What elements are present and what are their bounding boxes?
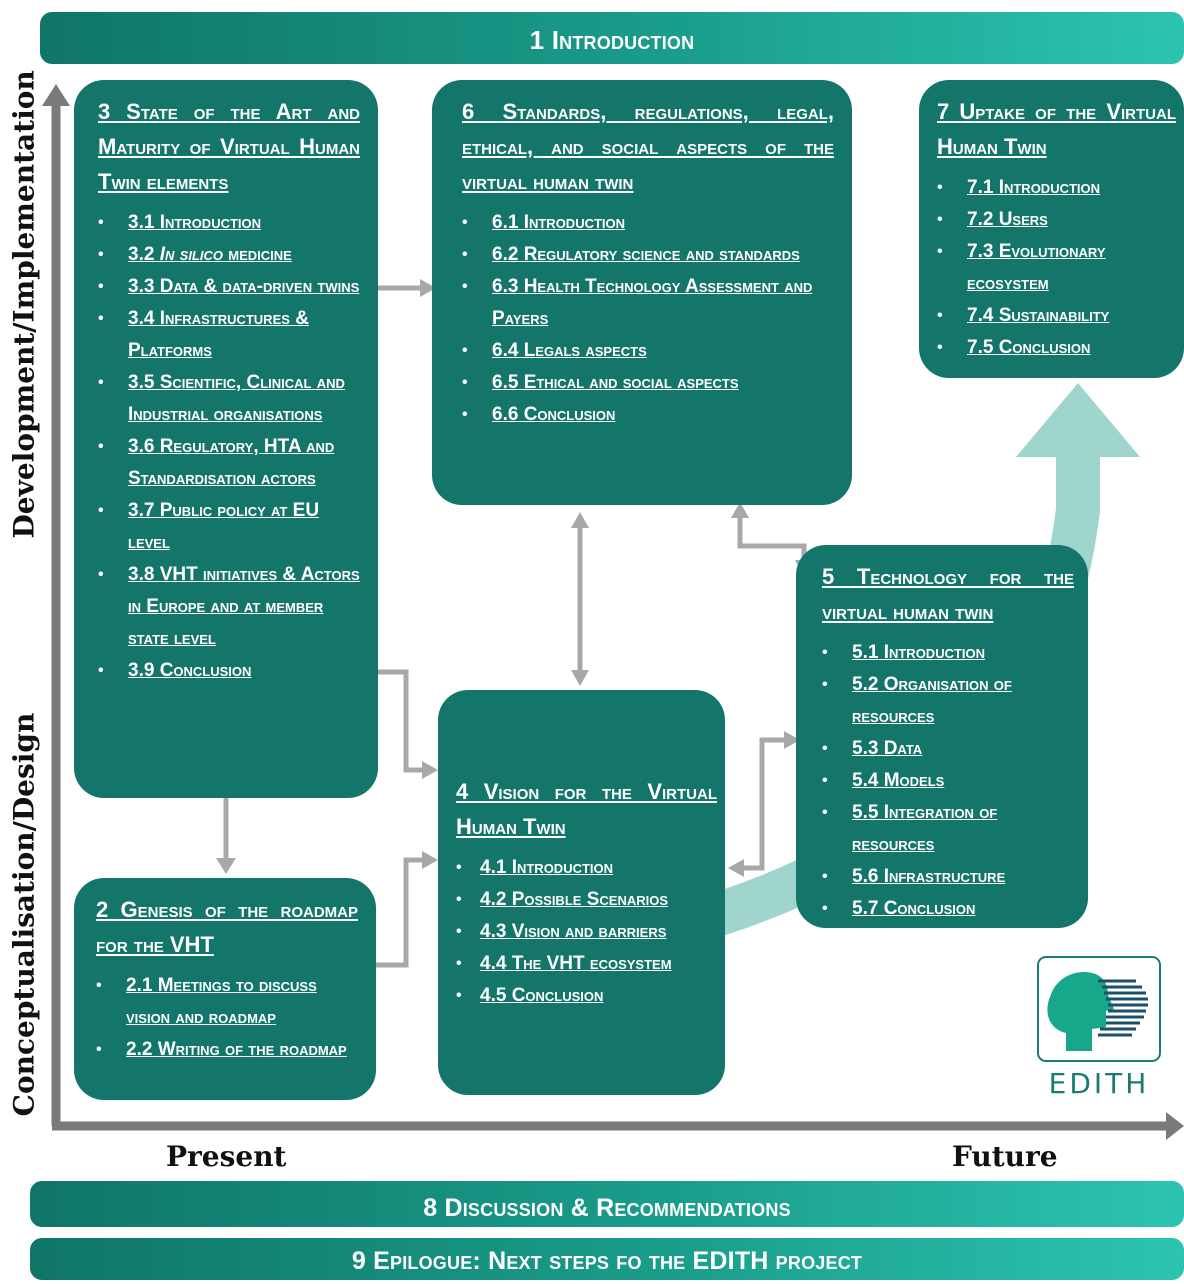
edith-logo-text: EDITH	[1048, 1067, 1150, 1100]
section-5-item[interactable]: 5.3 Data	[822, 733, 1074, 765]
section-3-item[interactable]: 3.5 Scientific, Clinical and Industrial …	[98, 367, 360, 431]
section-7-title[interactable]: 7 Uptake of the Virtual Human Twin	[937, 99, 1176, 159]
section-5-item[interactable]: 5.6 Infrastructure	[822, 861, 1074, 893]
section-4-item[interactable]: 4.5 Conclusion	[456, 980, 717, 1012]
y-axis-label-bottom: Conceptualisation/Design	[7, 712, 41, 1117]
section-2-item[interactable]: 2.2 Writing of the roadmap	[96, 1034, 358, 1066]
banner-discussion[interactable]: 8 Discussion & Recommendations	[30, 1181, 1184, 1227]
section-3-item[interactable]: 3.7 Public policy at EU level	[98, 495, 360, 559]
section-7-item[interactable]: 7.3 Evolutionary ecosystem	[937, 236, 1176, 300]
section-5-item[interactable]: 5.4 Models	[822, 765, 1074, 797]
section-4-title[interactable]: 4 Vision for the Virtual Human Twin	[456, 779, 717, 839]
y-axis-label-top: Development/Implementation	[7, 70, 41, 539]
section-2-item[interactable]: 2.1 Meetings to discuss vision and roadm…	[96, 970, 358, 1034]
section-4-item[interactable]: 4.2 Possible Scenarios	[456, 884, 717, 916]
section-3-list: 3.1 Introduction 3.2 In silico medicine …	[98, 207, 360, 687]
section-3-item[interactable]: 3.1 Introduction	[98, 207, 360, 239]
section-3-box: 3 State of the Art and Maturity of Virtu…	[74, 80, 378, 798]
section-3-item[interactable]: 3.3 Data & data-driven twins	[98, 271, 360, 303]
section-3-item[interactable]: 3.4 Infrastructures & Platforms	[98, 303, 360, 367]
section-4-item[interactable]: 4.1 Introduction	[456, 852, 717, 884]
section-2-box: 2 Genesis of the roadmap for the VHT 2.1…	[74, 878, 376, 1100]
section-4-list: 4.1 Introduction 4.2 Possible Scenarios …	[456, 852, 717, 1012]
edith-head-icon	[1037, 956, 1161, 1062]
section-5-item[interactable]: 5.2 Organisation of resources	[822, 669, 1074, 733]
section-3-item[interactable]: 3.6 Regulatory, HTA and Standardisation …	[98, 431, 360, 495]
section-6-title[interactable]: 6 Standards, regulations, legal, ethical…	[462, 99, 834, 194]
section-7-item[interactable]: 7.5 Conclusion	[937, 332, 1176, 364]
section-6-item[interactable]: 6.3 Health Technology Assessment and Pay…	[462, 271, 834, 335]
section-7-box: 7 Uptake of the Virtual Human Twin 7.1 I…	[919, 80, 1184, 378]
section-4-box: 4 Vision for the Virtual Human Twin 4.1 …	[438, 690, 725, 1095]
section-7-list: 7.1 Introduction 7.2 Users 7.3 Evolution…	[937, 172, 1176, 364]
section-5-box: 5 Technology for the virtual human twin …	[796, 545, 1088, 928]
section-3-item[interactable]: 3.8 VHT initiatives & Actors in Europe a…	[98, 559, 360, 655]
section-7-item[interactable]: 7.4 Sustainability	[937, 300, 1176, 332]
section-5-item[interactable]: 5.7 Conclusion	[822, 893, 1074, 925]
section-4-item[interactable]: 4.3 Vision and barriers	[456, 916, 717, 948]
section-3-item-prefix: 3.2	[128, 244, 160, 265]
banner-introduction-label: 1 Introduction	[529, 25, 695, 55]
banner-epilogue[interactable]: 9 Epilogue: Next steps fo the EDITH proj…	[30, 1238, 1184, 1280]
section-4-item[interactable]: 4.4 The VHT ecosystem	[456, 948, 717, 980]
section-7-item[interactable]: 7.2 Users	[937, 204, 1176, 236]
x-axis-label-present: Present	[166, 1140, 287, 1173]
section-2-list: 2.1 Meetings to discuss vision and roadm…	[96, 970, 358, 1066]
section-3-item-suffix: medicine	[222, 244, 292, 265]
section-5-list: 5.1 Introduction 5.2 Organisation of res…	[822, 637, 1074, 925]
section-5-item[interactable]: 5.5 Integration of resources	[822, 797, 1074, 861]
edith-logo: EDITH	[1036, 955, 1162, 1100]
section-3-item[interactable]: 3.2 In silico medicine	[98, 239, 360, 271]
banner-introduction[interactable]: 1 Introduction	[40, 12, 1184, 64]
section-5-item[interactable]: 5.1 Introduction	[822, 637, 1074, 669]
section-3-title[interactable]: 3 State of the Art and Maturity of Virtu…	[98, 99, 360, 194]
section-6-list: 6.1 Introduction 6.2 Regulatory science …	[462, 207, 834, 431]
section-7-item[interactable]: 7.1 Introduction	[937, 172, 1176, 204]
section-2-title[interactable]: 2 Genesis of the roadmap for the VHT	[96, 897, 358, 957]
section-6-item[interactable]: 6.4 Legals aspects	[462, 335, 834, 367]
section-3-item[interactable]: 3.9 Conclusion	[98, 655, 360, 687]
banner-discussion-label: 8 Discussion & Recommendations	[423, 1194, 791, 1222]
section-5-title[interactable]: 5 Technology for the virtual human twin	[822, 564, 1074, 624]
section-3-item-italic: In silico	[159, 244, 223, 265]
section-6-item[interactable]: 6.1 Introduction	[462, 207, 834, 239]
section-6-item[interactable]: 6.6 Conclusion	[462, 399, 834, 431]
x-axis-label-future: Future	[952, 1140, 1058, 1173]
section-6-box: 6 Standards, regulations, legal, ethical…	[432, 80, 852, 505]
banner-epilogue-label: 9 Epilogue: Next steps fo the EDITH proj…	[351, 1247, 863, 1275]
section-6-item[interactable]: 6.5 Ethical and social aspects	[462, 367, 834, 399]
section-6-item[interactable]: 6.2 Regulatory science and standards	[462, 239, 834, 271]
